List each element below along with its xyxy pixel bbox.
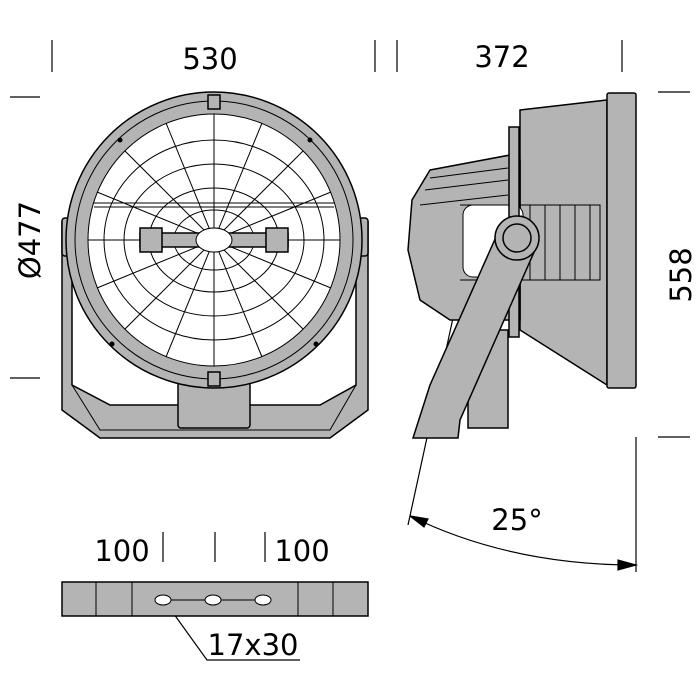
side-view (407, 92, 637, 439)
front-view (61, 91, 369, 439)
diameter-label: Ø477 (13, 201, 47, 279)
slot-size-label: 17x30 (208, 628, 299, 662)
mounting-plate (61, 581, 369, 617)
tilt-angle-label: 25° (491, 503, 542, 537)
slot-hole (204, 594, 222, 606)
slot-hole (154, 594, 172, 606)
hole-spacing-right-label: 100 (274, 534, 329, 568)
height-label: 558 (664, 247, 698, 302)
front-width-label: 530 (182, 42, 237, 76)
side-depth-label: 372 (474, 40, 529, 74)
hole-spacing-left-label: 100 (94, 534, 149, 568)
slot-hole (254, 594, 272, 606)
